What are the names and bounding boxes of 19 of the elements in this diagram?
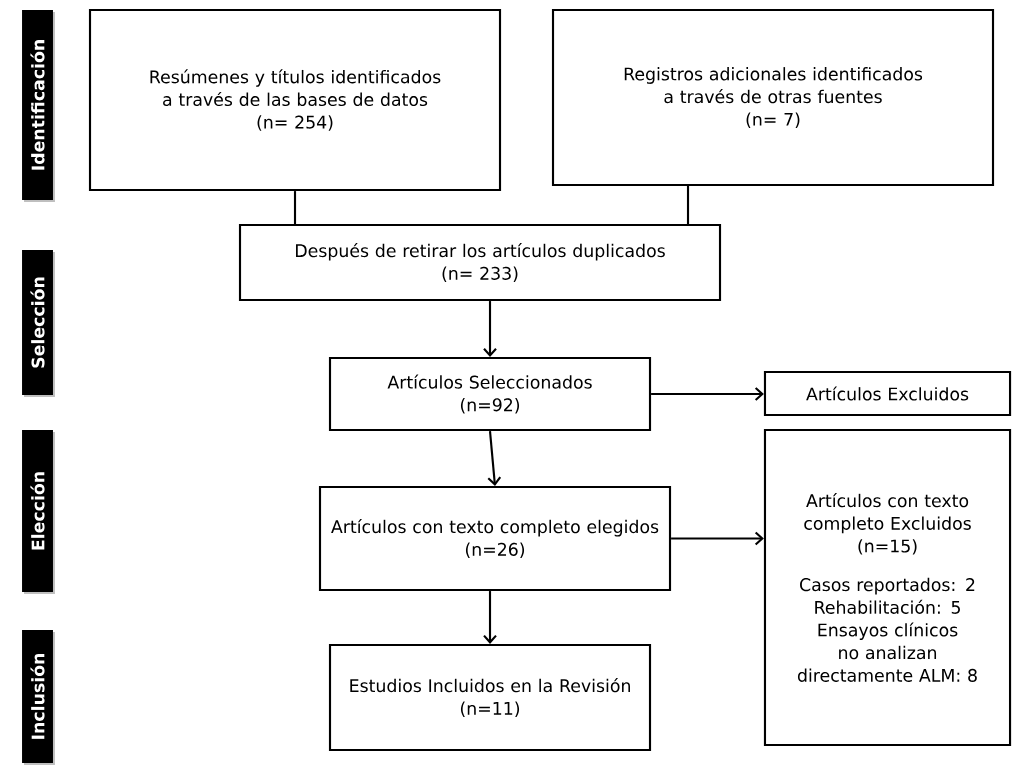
process-box: Artículos Seleccionados (n=92) [328,356,652,432]
process-box: Registros adicionales identificados a través de otras fuentes (n= 7) [551,8,995,187]
arrow [651,387,764,401]
process-box: Después de retirar los artículos duplicados (n= 233) [238,223,722,302]
arrow [487,431,502,486]
process-box: Artículos con texto completo Excluidos (n=15) Casos reportados: 2 Rehabilitación: 5 Ensayos clínicos no analizan directamente ALM: 8 [763,428,1012,747]
process-box: Artículos Excluidos [763,370,1012,417]
stage-band: Selección [22,249,55,398]
process-box: Estudios Incluidos en la Revisión (n=11) [328,643,652,752]
arrow [483,591,497,644]
arrow [483,301,497,357]
stage-band: Identificación [22,10,55,202]
arrow [671,531,764,546]
stage-band: Inclusión [22,629,55,765]
process-box: Resúmenes y títulos identificados a través de las bases de datos (n= 254) [88,8,502,192]
stage-band: Elección [22,430,55,594]
connector-line [293,191,297,224]
process-box: Artículos con texto completo elegidos (n=26) [318,485,672,592]
connector-line [686,185,690,225]
